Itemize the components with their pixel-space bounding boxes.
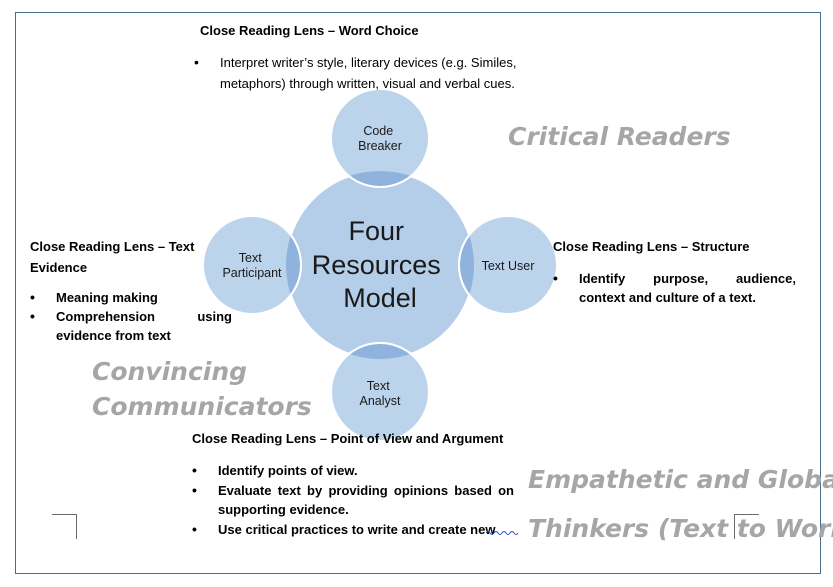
text-evidence-heading: Close Reading Lens – Text Evidence <box>30 239 195 275</box>
theme-convincing-line1: Convincing <box>92 357 248 386</box>
text-evidence-bullet: Comprehension using evidence from text <box>30 307 232 345</box>
theme-critical-readers: Critical Readers <box>508 122 731 151</box>
point-of-view-bullet: Evaluate text by providing opinions base… <box>192 481 514 519</box>
bottom-node-label: Text Analyst <box>360 379 402 408</box>
structure-bullet: Identify purpose, audience, context and … <box>553 269 796 307</box>
page-corner-mark <box>734 514 759 539</box>
top-node-label: Code Breaker <box>358 124 402 153</box>
word-choice-bullet: Interpret writer’s style, literary devic… <box>194 52 554 94</box>
right-overlap <box>458 215 474 315</box>
point-of-view-bullet: Use critical practices to write and crea… <box>192 520 514 539</box>
left-overlap <box>286 215 302 315</box>
text-evidence-bullet: Meaning making <box>30 288 232 307</box>
point-of-view-heading: Close Reading Lens – Point of View and A… <box>192 431 504 446</box>
bottom-overlap <box>330 342 430 359</box>
word-choice-list: Interpret writer’s style, literary devic… <box>194 52 554 94</box>
text-evidence-list: Meaning making Comprehension using evide… <box>30 288 232 345</box>
theme-empathetic-line2: Thinkers (Text to World) <box>528 514 833 543</box>
page-frame <box>15 12 821 574</box>
theme-empathetic-line1: Empathetic and Global <box>528 465 833 494</box>
top-overlap <box>330 171 430 188</box>
structure-heading: Close Reading Lens – Structure <box>553 239 750 254</box>
center-label: Four Resources Model <box>312 216 449 313</box>
structure-list: Identify purpose, audience, context and … <box>553 269 796 307</box>
theme-convincing-line2: Communicators <box>92 392 312 421</box>
left-node-label: Text Participant <box>222 251 282 280</box>
spellcheck-squiggle <box>486 531 519 535</box>
word-choice-heading: Close Reading Lens – Word Choice <box>200 23 419 38</box>
right-node-label: Text User <box>482 259 535 273</box>
page-corner-mark <box>52 514 77 539</box>
point-of-view-list: Identify points of view. Evaluate text b… <box>192 461 514 539</box>
point-of-view-bullet: Identify points of view. <box>192 461 514 480</box>
